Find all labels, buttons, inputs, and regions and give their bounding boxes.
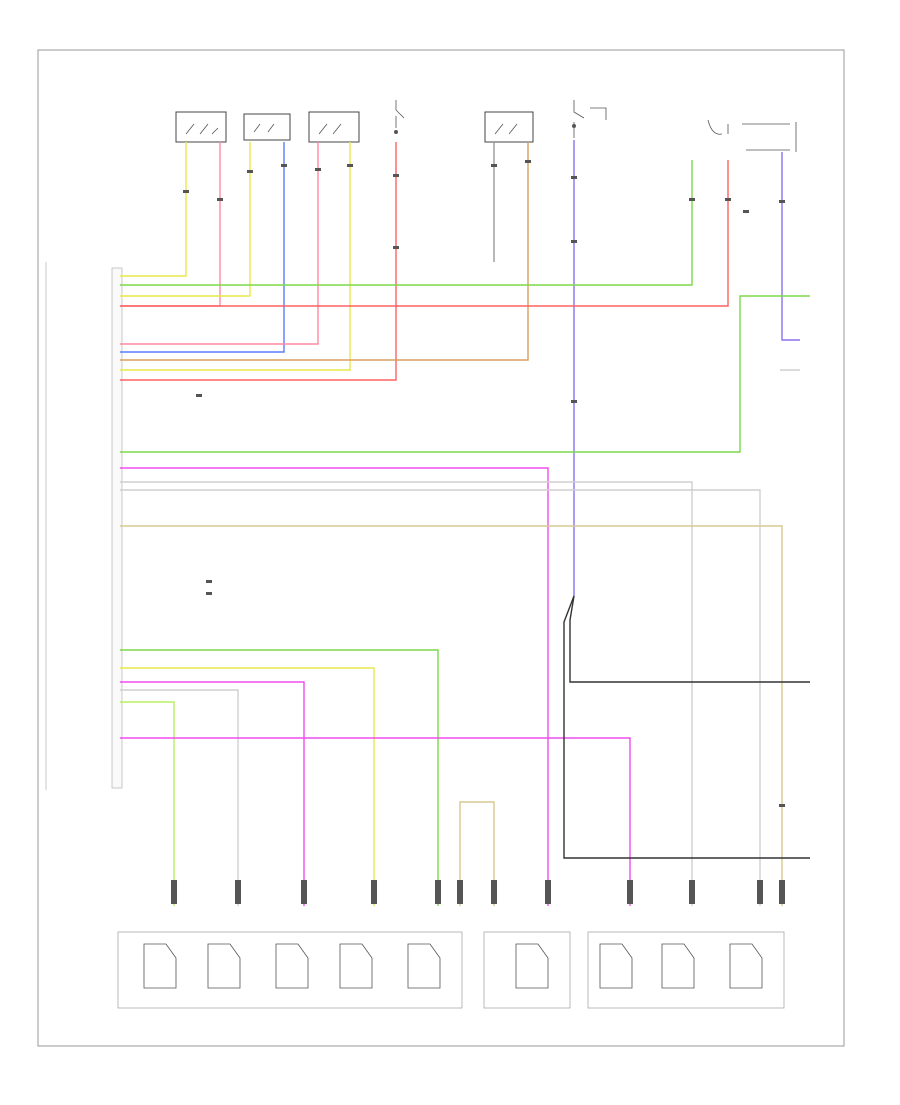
control-module-connector	[45, 262, 123, 790]
wire-red-1	[120, 160, 729, 307]
wire-blue-1	[120, 142, 285, 353]
wire-yellow-4	[120, 667, 375, 906]
wire-lightgray-1	[120, 689, 239, 906]
top-component-2	[243, 113, 291, 141]
top-switch-6	[572, 100, 607, 138]
wire-pink-2	[120, 142, 319, 345]
wire-yellow-3	[120, 142, 351, 371]
wire-black-2	[569, 595, 810, 683]
wire-pink-3	[120, 142, 397, 381]
bottom-module-group-middle	[483, 931, 571, 1009]
bottom-module-group-left	[117, 931, 463, 1009]
wire-lime-1	[120, 701, 175, 906]
wire-green-1	[120, 160, 693, 286]
top-switch-4	[394, 100, 405, 134]
bottom-module-group-right	[587, 931, 785, 1009]
top-switch-7	[707, 119, 797, 152]
top-component-1	[175, 111, 227, 143]
top-component-5	[484, 111, 534, 143]
wire-green-2	[120, 295, 810, 453]
wire-tan-1	[120, 525, 783, 906]
top-vertical-wires	[120, 140, 800, 596]
wire-yellow-2	[120, 142, 251, 297]
wire-green-3	[120, 649, 439, 906]
diagram-frame	[37, 49, 845, 1047]
wire-tan-2	[459, 801, 495, 906]
horizontal-wires	[120, 295, 810, 906]
top-component-3	[308, 111, 360, 143]
wire-violet-2	[781, 152, 800, 341]
connector-markers	[183, 160, 785, 807]
wire-magenta-3	[120, 737, 631, 906]
wire-orange-1	[120, 142, 529, 361]
wire-black-1	[563, 595, 810, 859]
wire-yellow-1	[120, 142, 187, 277]
wire-magenta-2	[120, 681, 305, 906]
wire-gray-3	[120, 489, 761, 906]
wire-magenta-1	[120, 467, 549, 906]
wire-pink-1	[120, 142, 221, 307]
wire-gray-2	[120, 481, 693, 906]
bottom-connector-plugs	[171, 880, 785, 904]
